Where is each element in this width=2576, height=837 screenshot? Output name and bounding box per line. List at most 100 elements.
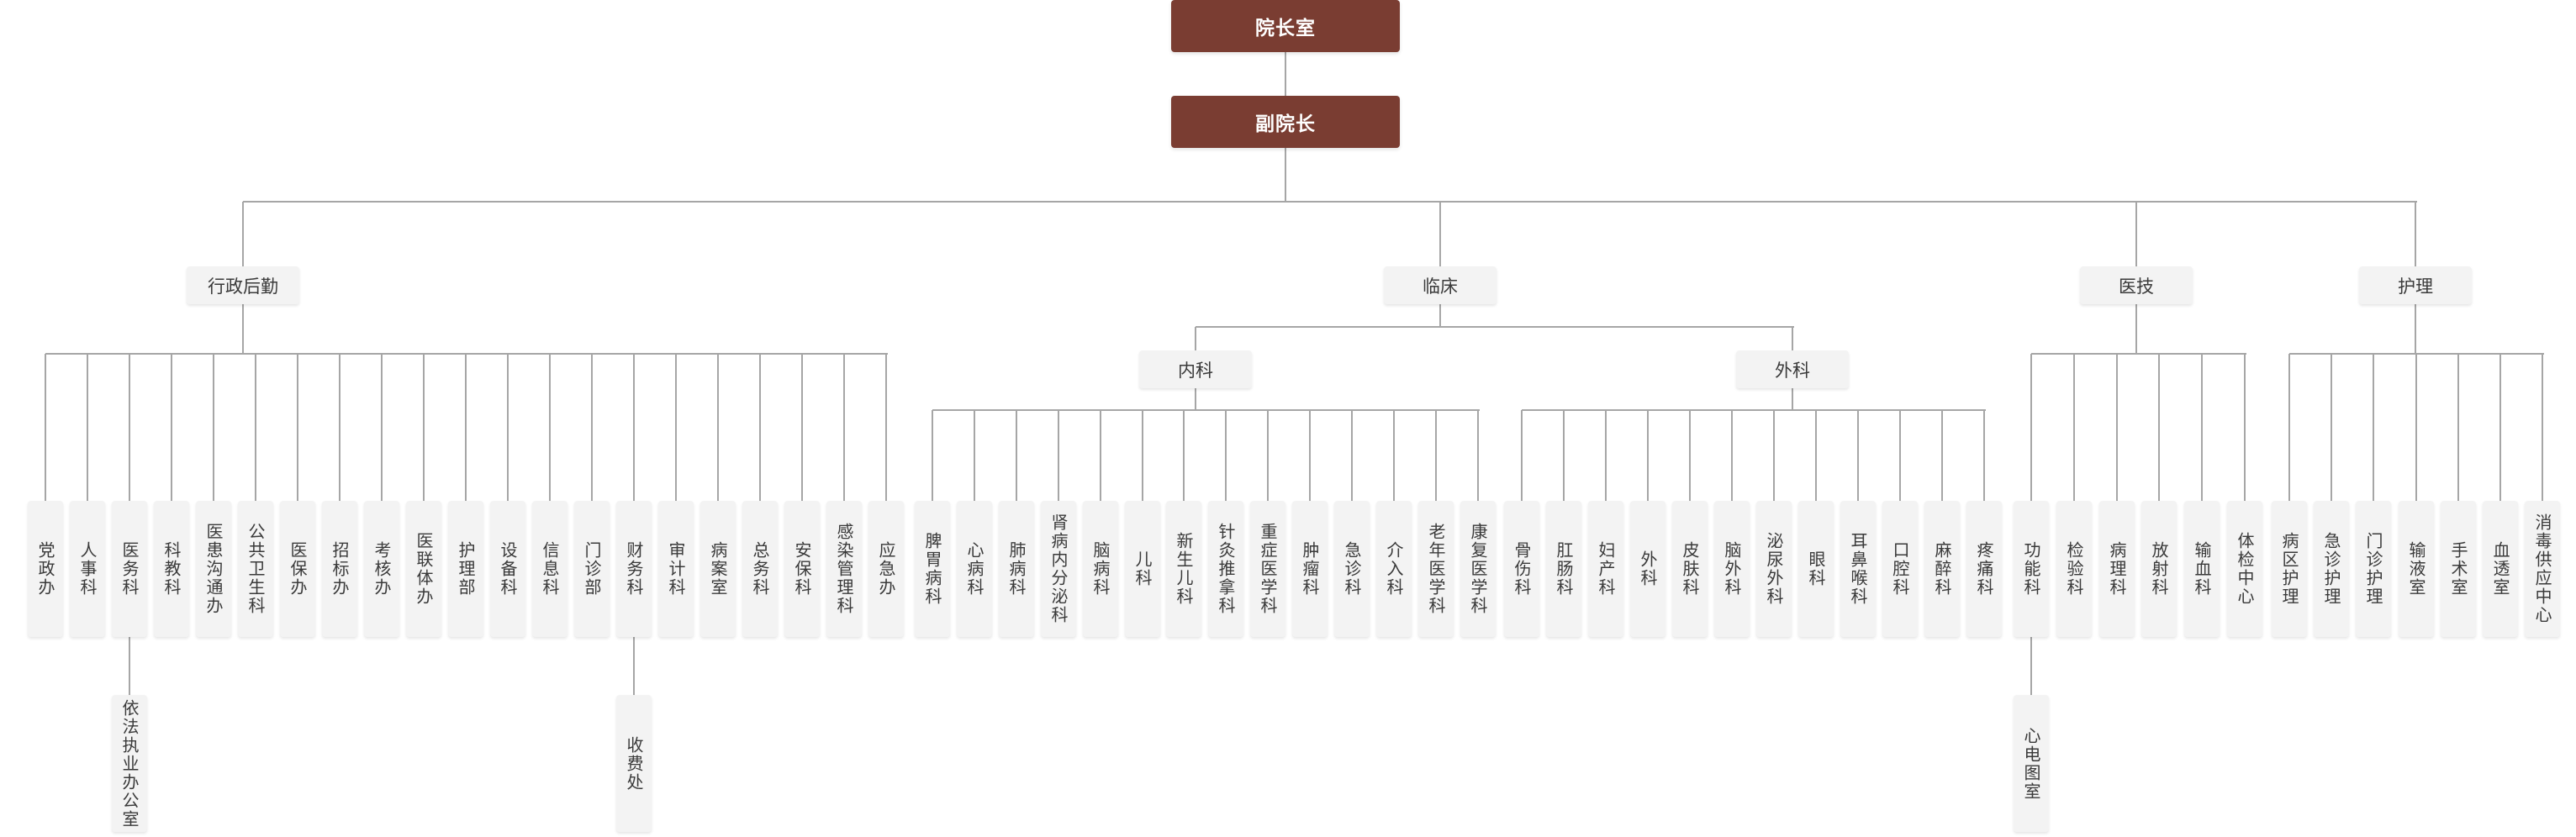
leaf-node[interactable]: 血透室 xyxy=(2483,501,2518,637)
node-vice-president[interactable]: 副院长 xyxy=(1171,96,1400,148)
leaf-node[interactable]: 功能科 xyxy=(2014,501,2049,637)
leaf-node[interactable]: 门诊部 xyxy=(574,501,610,637)
node-president-office[interactable]: 院长室 xyxy=(1171,0,1400,52)
leaf-node[interactable]: 输液室 xyxy=(2399,501,2434,637)
group-node-nursing[interactable]: 护理 xyxy=(2359,266,2472,304)
leaf-node[interactable]: 审计科 xyxy=(658,501,694,637)
leaf-node[interactable]: 脑外科 xyxy=(1714,501,1750,637)
connector-line-vertical xyxy=(242,202,244,266)
connector-line-vertical xyxy=(129,354,130,501)
connector-line-horizontal xyxy=(2031,353,2246,355)
leaf-node[interactable]: 病理科 xyxy=(2099,501,2135,637)
leaf-node[interactable]: 财务科 xyxy=(616,501,652,637)
connector-line-horizontal xyxy=(243,201,2417,203)
connector-line-vertical xyxy=(45,354,46,501)
leaf-node[interactable]: 医联体办 xyxy=(406,501,441,637)
leaf-node[interactable]: 新生儿科 xyxy=(1166,501,1201,637)
connector-line-vertical xyxy=(1521,410,1523,501)
leaf-node[interactable]: 康复医学科 xyxy=(1460,501,1496,637)
leaf-node[interactable]: 泌尿外科 xyxy=(1756,501,1792,637)
leaf-node[interactable]: 外科 xyxy=(1630,501,1665,637)
leaf-node[interactable]: 体检中心 xyxy=(2227,501,2262,637)
subgroup-node-surgery[interactable]: 外科 xyxy=(1736,350,1849,388)
leaf-node[interactable]: 耳鼻喉科 xyxy=(1840,501,1876,637)
leaf-node[interactable]: 医保办 xyxy=(280,501,315,637)
connector-line-vertical xyxy=(2542,354,2543,501)
connector-line-vertical xyxy=(2415,354,2417,501)
leaf-node[interactable]: 重症医学科 xyxy=(1250,501,1285,637)
leaf-node[interactable]: 招标办 xyxy=(322,501,357,637)
subgroup-node-internal-medicine[interactable]: 内科 xyxy=(1139,350,1252,388)
leaf-node[interactable]: 门诊护理 xyxy=(2356,501,2391,637)
leaf-node[interactable]: 安保科 xyxy=(784,501,820,637)
connector-line-vertical xyxy=(1477,410,1479,501)
connector-line-vertical xyxy=(549,354,551,501)
leaf-node[interactable]: 病区护理 xyxy=(2272,501,2307,637)
leaf-node[interactable]: 儿科 xyxy=(1125,501,1160,637)
connector-line-vertical xyxy=(2158,354,2160,501)
leaf-node[interactable]: 皮肤科 xyxy=(1672,501,1708,637)
leaf-node[interactable]: 肾病内分泌科 xyxy=(1041,501,1076,637)
leaf-node[interactable]: 科教科 xyxy=(154,501,189,637)
leaf-node[interactable]: 口腔科 xyxy=(1882,501,1918,637)
connector-line-vertical xyxy=(1393,410,1395,501)
connector-line-vertical xyxy=(1267,410,1269,501)
leaf-node[interactable]: 针灸推拿科 xyxy=(1208,501,1243,637)
connector-line-vertical xyxy=(87,354,88,501)
leaf-node[interactable]: 输血科 xyxy=(2184,501,2220,637)
sub-leaf-node[interactable]: 心电图室 xyxy=(2014,695,2049,832)
leaf-node[interactable]: 应急办 xyxy=(868,501,904,637)
connector-line-vertical xyxy=(1195,327,1196,350)
connector-line-horizontal xyxy=(932,409,1480,411)
leaf-node[interactable]: 急诊科 xyxy=(1334,501,1370,637)
connector-line-vertical xyxy=(242,304,244,354)
leaf-node[interactable]: 麻醉科 xyxy=(1924,501,1960,637)
sub-leaf-node[interactable]: 依法执业办公室 xyxy=(112,695,147,832)
connector-line-vertical xyxy=(1773,410,1775,501)
group-node-admin[interactable]: 行政后勤 xyxy=(187,266,299,304)
leaf-node[interactable]: 党政办 xyxy=(28,501,63,637)
group-node-clinical[interactable]: 临床 xyxy=(1384,266,1497,304)
leaf-node[interactable]: 脾胃病科 xyxy=(915,501,950,637)
leaf-node[interactable]: 疼痛科 xyxy=(1966,501,2002,637)
sub-leaf-node[interactable]: 收费处 xyxy=(616,695,652,832)
connector-line-vertical xyxy=(885,354,887,501)
leaf-node[interactable]: 消毒供应中心 xyxy=(2525,501,2560,637)
leaf-node[interactable]: 肛肠科 xyxy=(1546,501,1581,637)
leaf-node[interactable]: 护理部 xyxy=(448,501,483,637)
leaf-node[interactable]: 肿瘤科 xyxy=(1292,501,1328,637)
leaf-node[interactable]: 设备科 xyxy=(490,501,525,637)
connector-line-vertical xyxy=(1731,410,1733,501)
leaf-node[interactable]: 介入科 xyxy=(1376,501,1412,637)
leaf-node[interactable]: 检验科 xyxy=(2056,501,2092,637)
connector-line-horizontal xyxy=(1196,326,1794,328)
leaf-node[interactable]: 骨伤科 xyxy=(1504,501,1539,637)
connector-line-vertical xyxy=(1058,410,1059,501)
leaf-node[interactable]: 手术室 xyxy=(2441,501,2476,637)
leaf-node[interactable]: 信息科 xyxy=(532,501,567,637)
leaf-node[interactable]: 公共卫生科 xyxy=(238,501,273,637)
leaf-node[interactable]: 老年医学科 xyxy=(1418,501,1454,637)
leaf-node[interactable]: 脑病科 xyxy=(1083,501,1118,637)
leaf-node[interactable]: 人事科 xyxy=(70,501,105,637)
leaf-node[interactable]: 急诊护理 xyxy=(2314,501,2349,637)
leaf-node[interactable]: 眼科 xyxy=(1798,501,1834,637)
leaf-node[interactable]: 考核办 xyxy=(364,501,399,637)
connector-line-vertical xyxy=(2499,354,2501,501)
leaf-node[interactable]: 肺病科 xyxy=(999,501,1034,637)
leaf-node[interactable]: 妇产科 xyxy=(1588,501,1623,637)
leaf-node[interactable]: 医患沟通办 xyxy=(196,501,231,637)
group-node-medical-tech[interactable]: 医技 xyxy=(2080,266,2193,304)
connector-line-vertical xyxy=(1435,410,1437,501)
leaf-node[interactable]: 感染管理科 xyxy=(826,501,862,637)
leaf-node[interactable]: 总务科 xyxy=(742,501,778,637)
leaf-node[interactable]: 心病科 xyxy=(957,501,992,637)
leaf-node[interactable]: 病案室 xyxy=(700,501,736,637)
connector-line-vertical xyxy=(129,637,130,695)
leaf-node[interactable]: 医务科 xyxy=(112,501,147,637)
connector-line-vertical xyxy=(2073,354,2075,501)
connector-line-vertical xyxy=(1225,410,1227,501)
leaf-node[interactable]: 放射科 xyxy=(2141,501,2177,637)
connector-line-vertical xyxy=(974,410,975,501)
